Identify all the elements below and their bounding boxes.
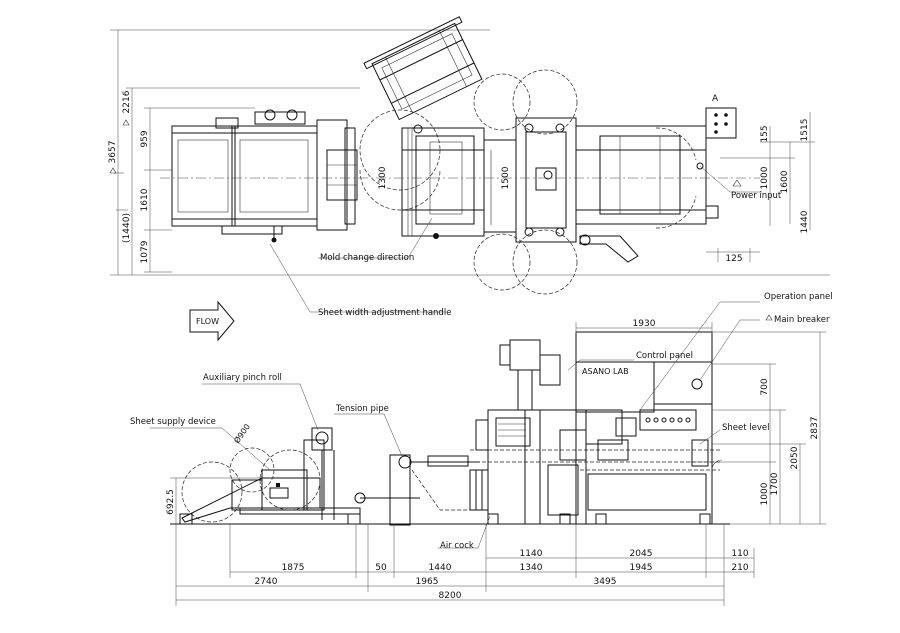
- air-cock-label: Air cock: [440, 541, 474, 551]
- dim-125: 125: [725, 254, 742, 264]
- dim-1440-bracket: (1440): [122, 213, 132, 243]
- dim-959: 959: [140, 130, 150, 147]
- dim-8200: 8200: [439, 591, 462, 601]
- dim-2050: 2050: [790, 446, 800, 469]
- brand-label: ASANO LAB: [582, 367, 629, 376]
- dim-2216: 2216: [122, 90, 132, 113]
- dim-1875: 1875: [282, 563, 305, 573]
- dim-1340: 1340: [520, 563, 543, 573]
- dim-692-5: 692.5: [166, 489, 176, 515]
- dim-1000-top: 1000: [760, 166, 770, 189]
- dim-700: 700: [760, 378, 770, 395]
- dim-2740: 2740: [255, 577, 278, 587]
- marker-a: A: [712, 94, 719, 104]
- flow-label: FLOW: [196, 317, 219, 326]
- dim-2837: 2837: [810, 417, 820, 440]
- tension-pipe-label: Tension pipe: [335, 404, 389, 414]
- operation-panel-label: Operation panel: [764, 292, 833, 302]
- dim-1140: 1140: [520, 549, 543, 559]
- dim-3657: 3657: [108, 141, 118, 164]
- dim-1300: 1300: [378, 166, 388, 189]
- top-view: 3657 2216 959 1610 (1440) 1079 1300 1500…: [108, 16, 830, 318]
- dim-1000: 1000: [760, 482, 770, 505]
- mold-change-label: Mold change direction: [320, 253, 414, 263]
- diameter-label: Ø900: [231, 422, 252, 445]
- aux-pinch-roll-label: Auxiliary pinch roll: [203, 373, 282, 383]
- side-view: ASANO LAB Operation panel Main breaker C…: [130, 292, 833, 606]
- dim-1600: 1600: [780, 170, 790, 193]
- flow-arrow: FLOW: [189, 300, 235, 342]
- main-breaker-label: Main breaker: [774, 315, 830, 325]
- dim-1965: 1965: [416, 577, 439, 587]
- dim-50: 50: [375, 563, 387, 573]
- sheet-width-label: Sheet width adjustment handle: [318, 308, 451, 318]
- dim-110: 110: [731, 549, 748, 559]
- dim-1700: 1700: [770, 472, 780, 495]
- control-panel-label: Control panel: [636, 351, 693, 361]
- dim-3495: 3495: [594, 577, 617, 587]
- dim-155: 155: [760, 125, 770, 142]
- dim-1930: 1930: [633, 319, 656, 329]
- dim-1610: 1610: [140, 188, 150, 211]
- dim-1079: 1079: [140, 240, 150, 263]
- dim-1500: 1500: [501, 166, 511, 189]
- dim-210: 210: [731, 563, 748, 573]
- dim-1945: 1945: [630, 563, 653, 573]
- dim-1515: 1515: [800, 119, 810, 142]
- sheet-supply-label: Sheet supply device: [130, 417, 216, 427]
- power-input-label: Power input: [731, 191, 782, 201]
- dim-1440-right: 1440: [800, 210, 810, 233]
- dim-1440: 1440: [429, 563, 452, 573]
- dim-2045: 2045: [630, 549, 653, 559]
- sheet-level-label: Sheet level: [722, 423, 770, 433]
